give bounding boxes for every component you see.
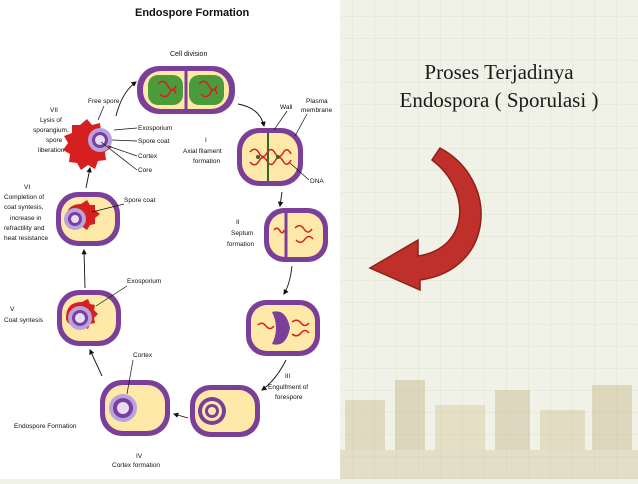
label-stage-1-line2: formation — [193, 158, 220, 165]
label-stage-1-num: I — [205, 137, 207, 144]
label-stage-3-line2: forespore — [275, 394, 303, 401]
label-spore-coat-vi: Spore coat — [124, 197, 156, 204]
cell-division-cell — [137, 66, 235, 114]
label-stage-4-line1: Cortex formation — [112, 462, 160, 469]
label-stage-7-num: VII — [50, 107, 58, 114]
label-stage-2-line2: formation — [227, 241, 254, 248]
label-stage-5-num: V — [10, 306, 15, 313]
label-stage-1-line1: Axial filament — [183, 148, 222, 155]
label-stage-6-line3: increase in — [10, 215, 42, 222]
slide-title: Proses Terjadinya Endospora ( Sporulasi … — [372, 58, 626, 114]
label-stage-2-line1: Septum — [231, 230, 253, 237]
endospore-diagram: Endospore Formation Cell division I Axia… — [4, 7, 332, 469]
stage-1-cell — [237, 128, 303, 186]
label-stage-7-line2: sporangium, — [33, 127, 69, 134]
label-exosporium-v: Exosporium — [127, 278, 161, 285]
stage-3-cell — [190, 385, 260, 437]
label-stage-3-num: III — [285, 373, 291, 380]
label-plasma-membrane-1: Plasma — [306, 98, 328, 105]
label-stage-6-line2: coat syntesis, — [4, 204, 44, 211]
label-exosporium: Exosporium — [138, 125, 172, 132]
label-cortex: Cortex — [138, 153, 158, 160]
slide-title-line2: Endospora ( Sporulasi ) — [399, 88, 599, 112]
decorative-toy-illustration — [340, 380, 638, 479]
label-plasma-membrane-2: membrane — [301, 107, 332, 114]
label-stage-7-line1: Lysis of — [40, 117, 62, 124]
slide-title-line1: Proses Terjadinya — [424, 60, 574, 84]
label-stage-7-line4: liberation — [38, 147, 65, 154]
diagram-panel: Endospore Formation Cell division I Axia… — [0, 0, 340, 479]
label-core: Core — [138, 167, 152, 174]
engulfment-cell — [246, 300, 320, 356]
cycle-arrows — [81, 81, 293, 419]
label-stage-6-line1: Completion of — [4, 194, 44, 201]
label-stage-6-line5: heat resistance — [4, 235, 48, 242]
label-stage-4-num: IV — [136, 453, 143, 460]
stage-5-cell — [57, 290, 121, 346]
label-spore-coat: Spore coat — [138, 138, 170, 145]
label-stage-2-num: II — [236, 219, 240, 226]
label-endospore-formation: Endospore Formation — [14, 423, 77, 430]
label-free-spore: Free spore — [88, 98, 120, 105]
label-stage-6-num: VI — [24, 184, 30, 191]
diagram-heading: Endospore Formation — [135, 7, 250, 19]
label-cell-division: Cell division — [170, 51, 207, 58]
label-stage-3-line1: Engulfment of — [268, 384, 308, 391]
label-stage-6-line4: refractility and — [4, 225, 45, 232]
label-stage-7-line3: spore — [46, 137, 63, 144]
label-cortex-iv: Cortex — [133, 352, 153, 359]
stage-6-cell — [56, 192, 120, 246]
curved-red-arrow — [368, 147, 482, 292]
stage-4-cell — [100, 380, 170, 436]
stage-2-cell — [264, 208, 328, 262]
label-stage-5-line1: Coat syntesis — [4, 317, 44, 324]
label-wall: Wall — [280, 104, 293, 111]
label-dna: DNA — [310, 178, 324, 185]
